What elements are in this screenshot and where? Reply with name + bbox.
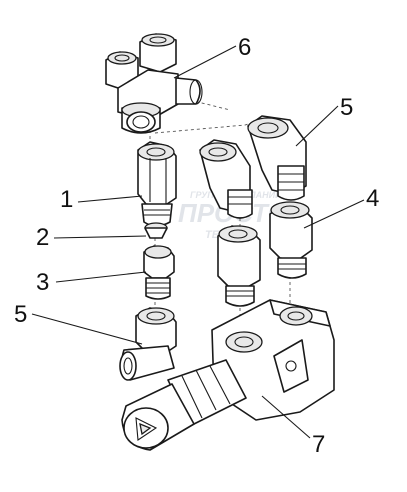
callout-labels: 6 5 4 1 2 3 5 7 [14,34,379,458]
valve-body-part-7 [121,299,335,451]
elbow-part-5-upper [247,115,307,201]
callout-6: 6 [238,34,251,61]
adapter-part-3 [143,245,175,300]
elbow-part-5-lower [119,307,177,381]
callout-7: 7 [312,431,325,458]
callout-3: 3 [36,269,49,296]
straight-fitting-part-4 [269,201,313,279]
union-nut-part-1 [137,141,177,227]
callout-1: 1 [60,186,73,213]
callout-5-lower: 5 [14,301,27,328]
cutting-ring-part-2 [144,222,168,239]
callout-2: 2 [36,224,49,251]
tee-fitting-part-6 [105,33,203,134]
elbow-middle [199,139,253,219]
straight-fitting-left [217,225,261,307]
callout-5-upper: 5 [340,94,353,121]
leader-lines [31,45,365,439]
callout-4: 4 [366,185,379,212]
